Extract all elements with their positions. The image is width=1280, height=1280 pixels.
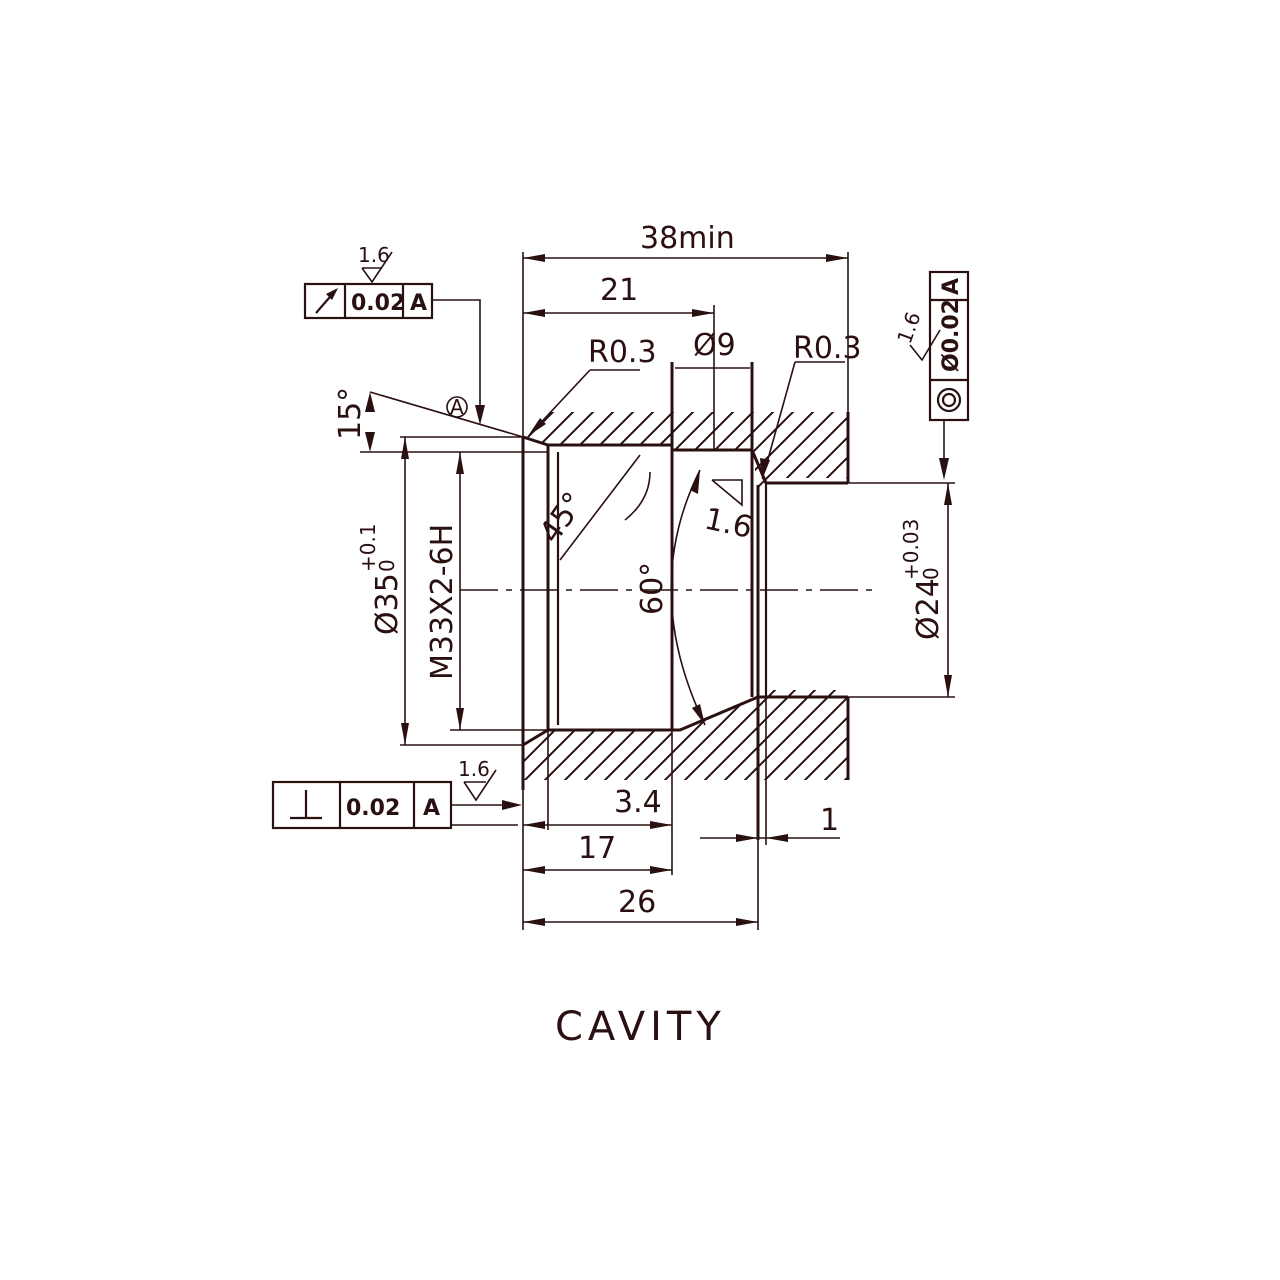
dim-port-tol-upper: +0.03 (899, 519, 923, 580)
hatch-line (594, 690, 701, 780)
dim-bore-tol-upper: +0.1 (356, 523, 380, 572)
hatch-line (430, 405, 520, 495)
hatch-line (549, 412, 641, 490)
dim-17: 17 (578, 831, 616, 866)
svg-text:A: A (939, 278, 964, 295)
hatch-line (814, 690, 848, 780)
hatch-line (694, 690, 801, 780)
leader-lines (432, 299, 949, 826)
cavity-outline (521, 362, 850, 840)
hatch-line (714, 690, 821, 780)
dim-1-6-cone: 1.6 (701, 502, 755, 546)
hatch-line (850, 405, 940, 495)
dim-15deg: 15° (333, 387, 368, 440)
dim-o9: Ø9 (693, 328, 736, 363)
fcf-perpendicularity: 0.02 A (271, 780, 453, 830)
hatch-line (834, 690, 848, 780)
datum-letter: A (450, 395, 464, 419)
dim-bore-tol-lower: 0 (375, 559, 399, 572)
dim-r03-left: R0.3 (588, 335, 657, 370)
dim-45deg: 45° (533, 486, 592, 550)
hatch-line (523, 690, 581, 780)
hatch-line (634, 690, 741, 780)
hatch-line (589, 412, 681, 490)
drawing-title: CAVITY (555, 1004, 726, 1050)
svg-text:A: A (423, 796, 440, 821)
fcf-runout: 0.02 A (303, 282, 434, 320)
hatch-line (754, 690, 848, 780)
hatch-line (574, 690, 681, 780)
svg-text:Ø0.02: Ø0.02 (939, 299, 964, 372)
hatch-line (855, 685, 960, 790)
hatch-line (674, 690, 781, 780)
dim-38min: 38min (640, 221, 735, 256)
dim-r03-right: R0.3 (793, 331, 862, 366)
hatch-line (614, 690, 721, 780)
roughness-right: 1.6 (892, 309, 925, 347)
roughness-top: 1.6 (358, 243, 390, 267)
svg-text:0.02: 0.02 (346, 796, 400, 821)
dim-26: 26 (618, 885, 656, 920)
dim-1: 1 (820, 803, 839, 838)
dim-bore-dia: Ø35 (370, 573, 405, 635)
dim-port-tol-lower: 0 (919, 567, 943, 580)
hatch-line (569, 412, 661, 490)
extension-lines (400, 252, 955, 930)
dim-21: 21 (600, 273, 638, 308)
hatch-line (734, 690, 841, 780)
arrowheads (365, 254, 952, 926)
hatch-line (529, 412, 621, 490)
svg-text:0.02: 0.02 (351, 291, 405, 316)
dim-thread: M33X2-6H (425, 524, 460, 680)
hatch-line (523, 412, 581, 490)
hatch-line (523, 412, 561, 490)
roughness-bottom: 1.6 (458, 757, 490, 781)
hatch-line (774, 690, 848, 780)
roughness-symbols (361, 251, 941, 802)
fcf-concentricity: Ø0.02 A (928, 270, 970, 422)
dim-60deg: 60° (635, 562, 670, 615)
hatch-line (534, 690, 641, 780)
datum-circle (446, 396, 468, 418)
dim-3-4: 3.4 (614, 785, 662, 820)
hatch-line (523, 690, 621, 780)
dim-port-dia: Ø24 (911, 578, 946, 640)
hatch-line (554, 690, 661, 780)
svg-text:A: A (410, 291, 427, 316)
